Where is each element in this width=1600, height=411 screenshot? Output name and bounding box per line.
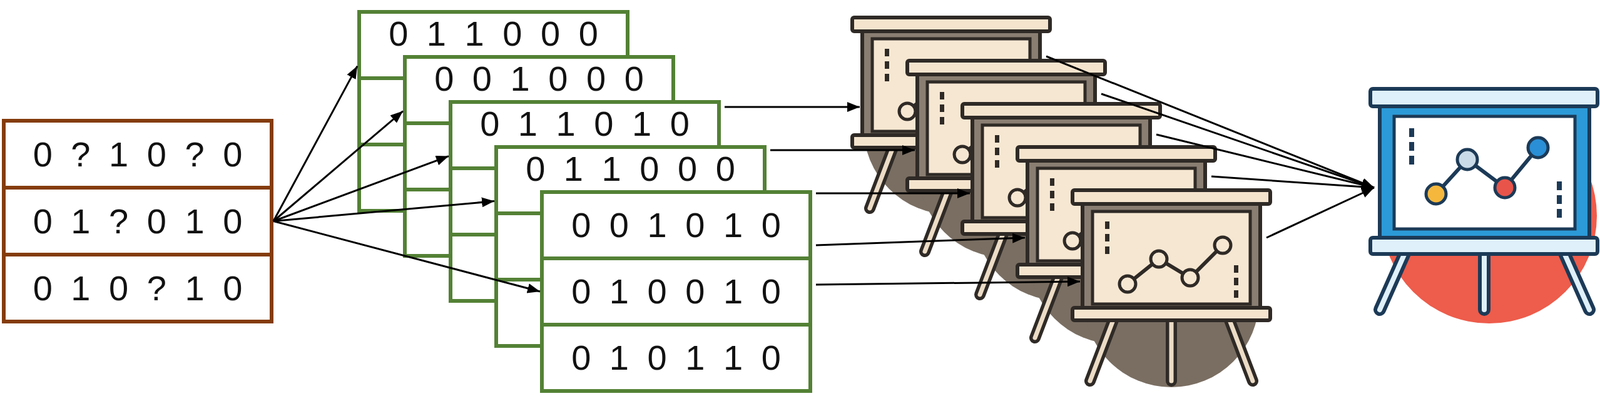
table-row: 0 1 0 ? 1 0 [1, 252, 274, 324]
arrow-line [815, 192, 970, 195]
row-values: 0 1 0 ? 1 0 [33, 270, 243, 306]
arrow-line [815, 237, 1025, 246]
table-row: 0 1 ? 0 1 0 [1, 185, 274, 257]
arrow-line [1156, 134, 1375, 188]
arrow-connector [273, 221, 541, 293]
arrow-line [724, 106, 860, 109]
table-row: 0 1 0 0 1 0 [540, 256, 813, 327]
arrow-line [770, 149, 915, 152]
arrow-line [1101, 93, 1375, 188]
row-values: 0 1 0 1 1 0 [571, 340, 781, 376]
arrow-connector [273, 156, 449, 222]
arrow-line [1211, 176, 1375, 188]
pooled-icon [1370, 88, 1598, 324]
row-values: 0 1 1 0 1 0 [479, 106, 690, 142]
row-values: 0 1 1 0 0 0 [525, 151, 736, 187]
table-row: 0 1 0 1 1 0 [540, 322, 813, 393]
arrow-connector [273, 201, 495, 222]
arrow-connector [273, 66, 358, 222]
arrow-line [1266, 187, 1375, 238]
row-values: 0 0 1 0 1 0 [571, 207, 781, 243]
arrow-line [815, 281, 1081, 285]
row-values: 0 1 ? 0 1 0 [33, 203, 243, 240]
row-values: 0 ? 1 0 ? 0 [33, 137, 243, 173]
arrow-line [1046, 56, 1375, 188]
arrow-connector [273, 111, 403, 222]
row-values: 0 1 0 0 1 0 [571, 274, 781, 310]
table-row: 0 0 1 0 1 0 [540, 190, 813, 261]
table-row: 0 1 1 0 0 0 [494, 145, 767, 216]
row-values: 0 0 1 0 0 0 [434, 61, 644, 97]
table-row: 0 ? 1 0 ? 0 [1, 118, 274, 190]
row-values: 0 1 1 0 0 0 [388, 16, 599, 52]
model-icon [1072, 190, 1271, 388]
